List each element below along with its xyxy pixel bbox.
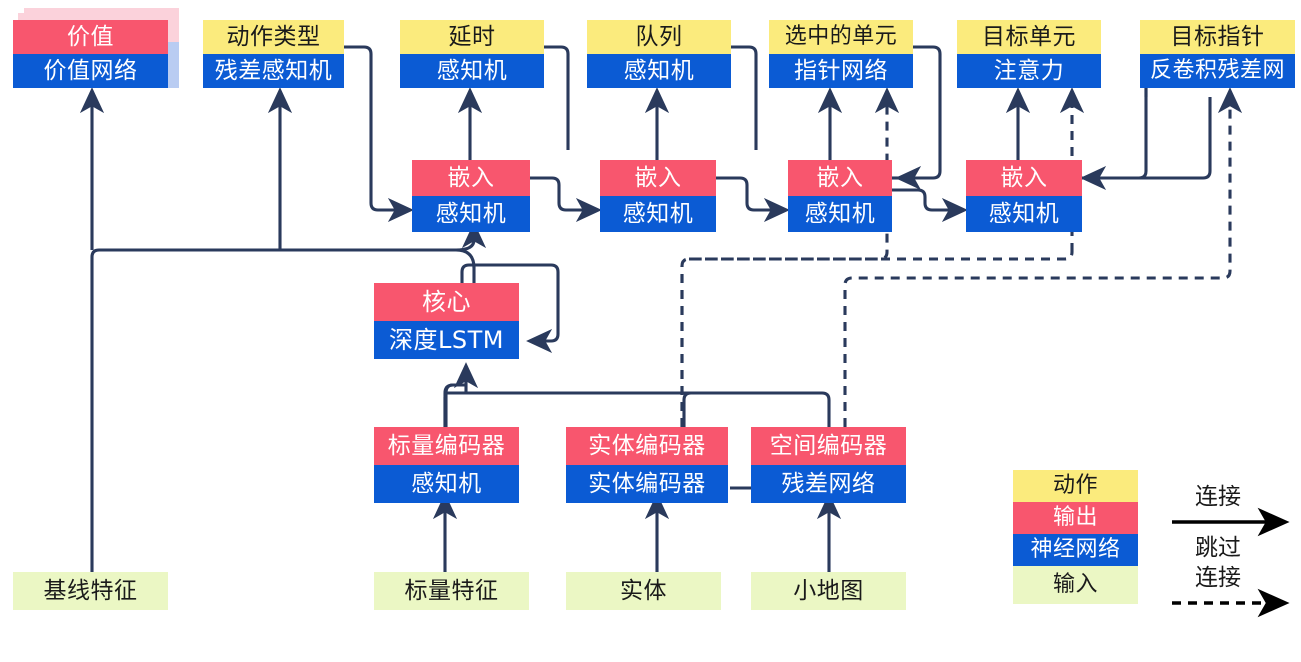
scalar-encoder-output: 标量编码器 [374,427,519,465]
head-value[interactable]: 价值 价值网络 [13,20,168,88]
head-delay-action: 延时 [400,20,544,54]
head-queue-action: 队列 [587,20,731,54]
head-value-network: 价值网络 [13,54,168,88]
spatial-encoder-network: 残差网络 [751,465,906,503]
embed-2-network: 感知机 [600,196,716,232]
head-delay[interactable]: 延时 感知机 [400,20,544,88]
embed-1-output: 嵌入 [412,160,530,196]
head-target-point-action: 目标指针 [1140,20,1295,54]
core-lstm[interactable]: 核心 深度LSTM [374,283,519,359]
embed-3-network: 感知机 [788,196,892,232]
head-target-unit-network: 注意力 [957,54,1101,88]
core-output: 核心 [374,283,519,321]
embed-2[interactable]: 嵌入 感知机 [600,160,716,232]
head-target-unit[interactable]: 目标单元 注意力 [957,20,1101,88]
embed-3[interactable]: 嵌入 感知机 [788,160,892,232]
spatial-encoder[interactable]: 空间编码器 残差网络 [751,427,906,503]
head-target-point-network: 反卷积残差网 [1140,54,1295,88]
embed-2-output: 嵌入 [600,160,716,196]
legend-skip-label-line2: 连接 [1195,565,1241,591]
embed-3-output: 嵌入 [788,160,892,196]
head-delay-network: 感知机 [400,54,544,88]
scalar-encoder-network: 感知机 [374,465,519,503]
legend-arrows [1172,507,1290,618]
input-baseline-features[interactable]: 基线特征 [13,572,168,610]
head-target-unit-action: 目标单元 [957,20,1101,54]
embed-4-output: 嵌入 [966,160,1082,196]
embed-4[interactable]: 嵌入 感知机 [966,160,1082,232]
input-scalar-features[interactable]: 标量特征 [374,572,529,610]
legend-swatch-network: 神经网络 [1013,534,1138,566]
head-target-point[interactable]: 目标指针 反卷积残差网 [1140,20,1295,88]
input-minimap[interactable]: 小地图 [751,572,906,610]
input-entities[interactable]: 实体 [566,572,721,610]
legend-connection-label: 连接 [1195,484,1241,510]
embed-1-network: 感知机 [412,196,530,232]
head-queue[interactable]: 队列 感知机 [587,20,731,88]
scalar-encoder[interactable]: 标量编码器 感知机 [374,427,519,503]
legend-skip-label-line1: 跳过 [1195,535,1241,561]
legend-swatch-input: 输入 [1013,566,1138,604]
embed-4-network: 感知机 [966,196,1082,232]
head-action-type[interactable]: 动作类型 残差感知机 [203,20,344,88]
head-selected-units[interactable]: 选中的单元 指针网络 [769,20,913,88]
head-action-type-network: 残差感知机 [203,54,344,88]
head-action-type-action: 动作类型 [203,20,344,54]
head-queue-network: 感知机 [587,54,731,88]
head-value-output: 价值 [13,20,168,54]
embed-1[interactable]: 嵌入 感知机 [412,160,530,232]
head-selected-units-action: 选中的单元 [769,20,913,54]
spatial-encoder-output: 空间编码器 [751,427,906,465]
head-selected-units-network: 指针网络 [769,54,913,88]
legend-swatch-action: 动作 [1013,470,1138,502]
entity-encoder-network: 实体编码器 [566,465,728,503]
entity-encoder[interactable]: 实体编码器 实体编码器 [566,427,728,503]
legend-swatch-output: 输出 [1013,502,1138,534]
entity-encoder-output: 实体编码器 [566,427,728,465]
core-network: 深度LSTM [374,321,519,359]
